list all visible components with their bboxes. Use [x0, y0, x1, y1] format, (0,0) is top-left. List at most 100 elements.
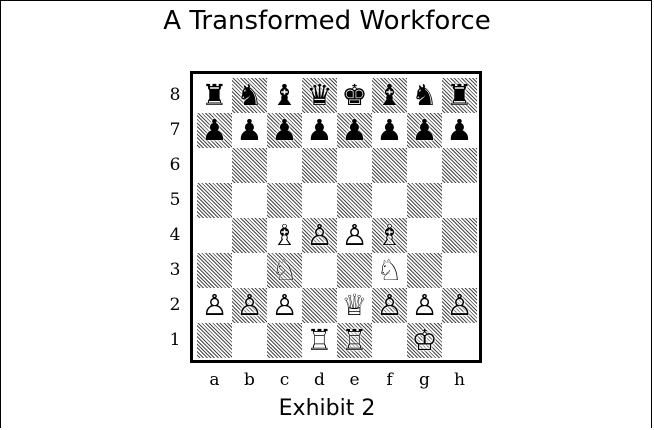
square-e2: ♕ [337, 288, 372, 323]
square-a7: ♟ [197, 113, 232, 148]
square-f1 [372, 323, 407, 358]
square-e7: ♟ [337, 113, 372, 148]
square-h3 [442, 253, 477, 288]
square-a3 [197, 253, 232, 288]
file-label: h [442, 370, 477, 390]
black-pawn-icon: ♟ [267, 113, 302, 148]
black-knight-icon: ♞ [407, 78, 442, 113]
file-label: e [337, 370, 372, 390]
square-e4: ♙ [337, 218, 372, 253]
square-d7: ♟ [302, 113, 337, 148]
square-d4: ♙ [302, 218, 337, 253]
square-e5 [337, 183, 372, 218]
black-king-icon: ♚ [337, 78, 372, 113]
square-h4 [442, 218, 477, 253]
square-d1: ♖ [302, 323, 337, 358]
square-b8: ♞ [232, 78, 267, 113]
square-g8: ♞ [407, 78, 442, 113]
square-g1: ♔ [407, 323, 442, 358]
white-pawn-icon: ♙ [302, 218, 337, 253]
square-h5 [442, 183, 477, 218]
rank-label: 6 [165, 148, 185, 183]
rank-label: 8 [165, 78, 185, 113]
square-c7: ♟ [267, 113, 302, 148]
black-pawn-icon: ♟ [442, 113, 477, 148]
rank-label: 4 [165, 218, 185, 253]
square-f8: ♝ [372, 78, 407, 113]
black-pawn-icon: ♟ [372, 113, 407, 148]
black-rook-icon: ♜ [197, 78, 232, 113]
white-pawn-icon: ♙ [197, 288, 232, 323]
square-b7: ♟ [232, 113, 267, 148]
file-label: d [302, 370, 337, 390]
square-b4 [232, 218, 267, 253]
square-g6 [407, 148, 442, 183]
square-d3 [302, 253, 337, 288]
square-a1 [197, 323, 232, 358]
square-e1: ♖ [337, 323, 372, 358]
square-b5 [232, 183, 267, 218]
square-g7: ♟ [407, 113, 442, 148]
black-pawn-icon: ♟ [302, 113, 337, 148]
square-c4: ♗ [267, 218, 302, 253]
white-knight-icon: ♘ [267, 253, 302, 288]
black-pawn-icon: ♟ [337, 113, 372, 148]
square-c1 [267, 323, 302, 358]
square-c2: ♙ [267, 288, 302, 323]
square-d8: ♛ [302, 78, 337, 113]
square-h8: ♜ [442, 78, 477, 113]
chessboard: ♜♞♝♛♚♝♞♜♟♟♟♟♟♟♟♟♗♙♙♗♘♘♙♙♙♕♙♙♙♖♖♔ [197, 78, 477, 358]
square-f2: ♙ [372, 288, 407, 323]
square-d6 [302, 148, 337, 183]
square-g5 [407, 183, 442, 218]
square-b3 [232, 253, 267, 288]
black-pawn-icon: ♟ [407, 113, 442, 148]
rank-label: 1 [165, 323, 185, 358]
square-f4: ♗ [372, 218, 407, 253]
rank-label: 2 [165, 288, 185, 323]
white-pawn-icon: ♙ [442, 288, 477, 323]
black-queen-icon: ♛ [302, 78, 337, 113]
square-a5 [197, 183, 232, 218]
rank-label: 5 [165, 183, 185, 218]
file-label: g [407, 370, 442, 390]
square-c5 [267, 183, 302, 218]
black-bishop-icon: ♝ [372, 78, 407, 113]
white-pawn-icon: ♙ [267, 288, 302, 323]
white-pawn-icon: ♙ [372, 288, 407, 323]
white-rook-icon: ♖ [337, 323, 372, 358]
square-f5 [372, 183, 407, 218]
white-pawn-icon: ♙ [407, 288, 442, 323]
square-c6 [267, 148, 302, 183]
black-pawn-icon: ♟ [197, 113, 232, 148]
square-a6 [197, 148, 232, 183]
white-rook-icon: ♖ [302, 323, 337, 358]
square-h2: ♙ [442, 288, 477, 323]
square-b1 [232, 323, 267, 358]
square-e8: ♚ [337, 78, 372, 113]
black-knight-icon: ♞ [232, 78, 267, 113]
square-a8: ♜ [197, 78, 232, 113]
white-queen-icon: ♕ [337, 288, 372, 323]
black-pawn-icon: ♟ [232, 113, 267, 148]
black-rook-icon: ♜ [442, 78, 477, 113]
square-e6 [337, 148, 372, 183]
square-h6 [442, 148, 477, 183]
rank-label: 7 [165, 113, 185, 148]
square-a4 [197, 218, 232, 253]
file-label: f [372, 370, 407, 390]
square-h1 [442, 323, 477, 358]
square-c8: ♝ [267, 78, 302, 113]
square-e3 [337, 253, 372, 288]
rank-label: 3 [165, 253, 185, 288]
file-label: a [197, 370, 232, 390]
square-g4 [407, 218, 442, 253]
file-label: b [232, 370, 267, 390]
square-g2: ♙ [407, 288, 442, 323]
square-h7: ♟ [442, 113, 477, 148]
square-c3: ♘ [267, 253, 302, 288]
square-f3: ♘ [372, 253, 407, 288]
file-label: c [267, 370, 302, 390]
black-bishop-icon: ♝ [267, 78, 302, 113]
square-d5 [302, 183, 337, 218]
